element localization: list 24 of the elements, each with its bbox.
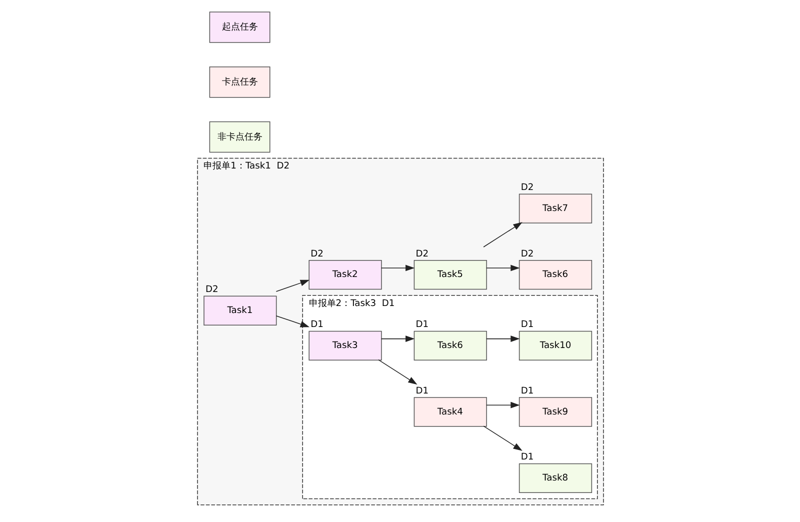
node-label: D1 — [415, 386, 428, 396]
arrow — [482, 222, 522, 247]
arrow — [486, 335, 520, 342]
node-label: D2 — [520, 182, 534, 192]
arrow — [378, 358, 417, 384]
arrow — [275, 279, 309, 292]
node-label: D1 — [520, 320, 534, 330]
arrow — [486, 401, 520, 408]
legend-label: 非卡点任务 — [216, 132, 262, 142]
node-label: D2 — [520, 248, 534, 259]
node-label: D1 — [520, 452, 534, 462]
arrow — [275, 314, 309, 327]
node-label: D2 — [205, 284, 218, 295]
arrow — [380, 264, 414, 271]
node-label: D1 — [520, 386, 534, 396]
arrow — [486, 264, 520, 271]
node-label: D1 — [310, 320, 323, 330]
node-label: D2 — [415, 248, 428, 259]
node-label: D2 — [310, 248, 323, 259]
legend-label: 起点任务 — [221, 22, 258, 32]
arrow — [380, 335, 414, 342]
legend-label: 卡点任务 — [221, 76, 258, 87]
node-label: D1 — [415, 320, 428, 330]
arrow — [482, 425, 522, 450]
